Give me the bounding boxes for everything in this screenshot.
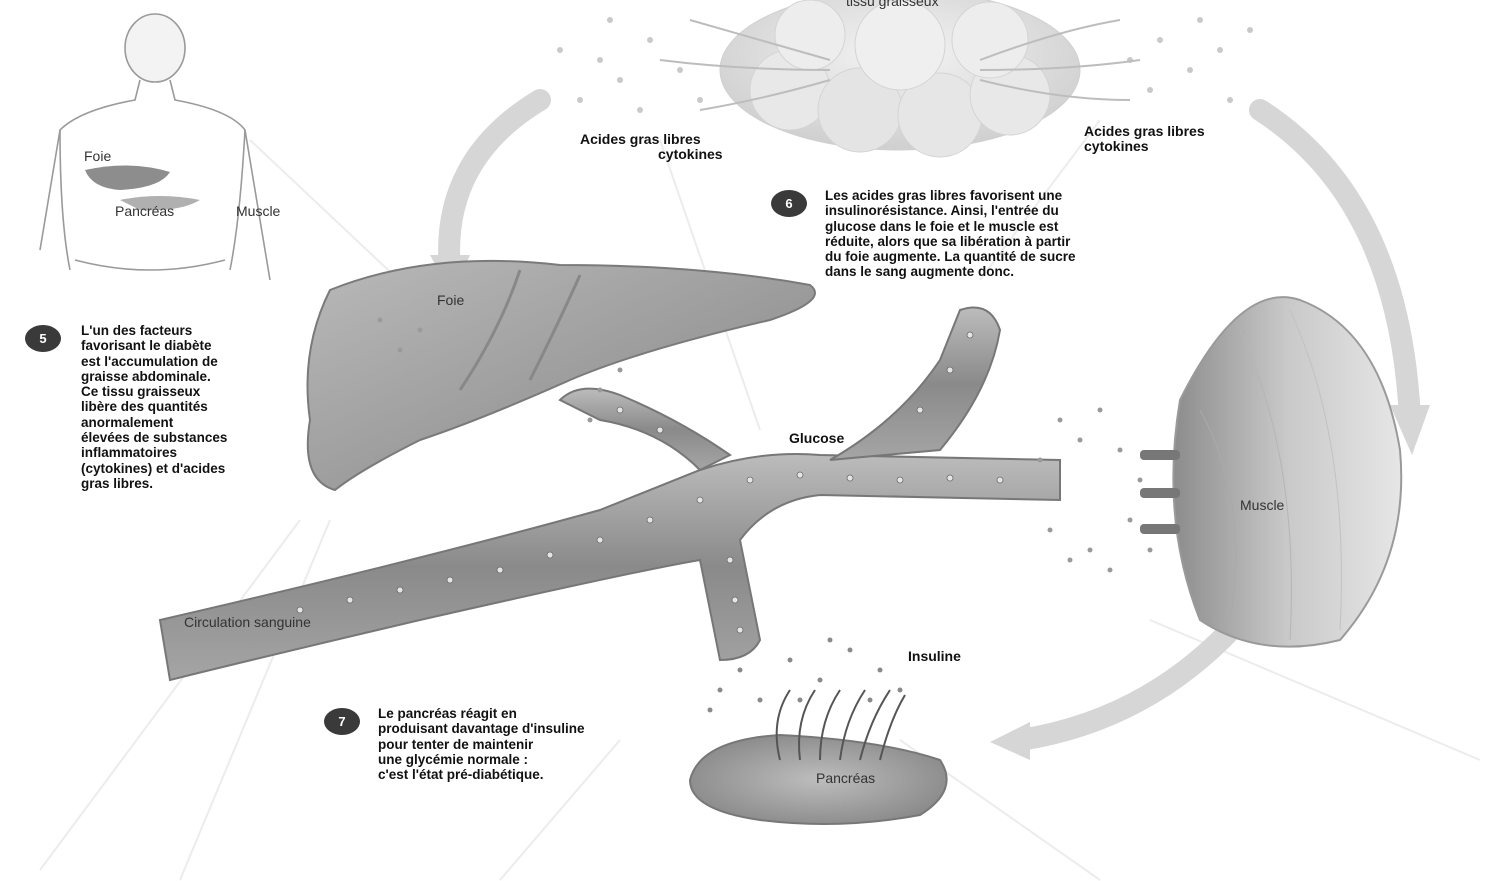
acides-right-line2: cytokines [1084,138,1149,154]
inset-muscle-label: Muscle [236,203,280,219]
glucose-label: Glucose [789,430,844,446]
inset-pancreas-label: Pancréas [115,203,174,219]
muscle-label: Muscle [1240,497,1284,513]
inset-foie-label: Foie [84,148,111,164]
step-6-badge: 6 [771,190,807,217]
step-5-text: L'un des facteurs favorisant le diabète … [81,323,227,491]
fat-tissue-label: tissu graisseux [846,0,939,9]
pancreas-label: Pancréas [816,770,875,786]
circulation-label: Circulation sanguine [184,614,311,630]
step-7-badge: 7 [324,708,360,735]
step-6-text: Les acides gras libres favorisent une in… [825,188,1076,280]
muscle-illustration [1140,297,1401,647]
insuline-label: Insuline [908,648,961,664]
step-5-badge: 5 [25,325,61,352]
acides-left-line2: cytokines [658,146,723,162]
step-7-text: Le pancréas réagit en produisant davanta… [378,706,585,782]
liver-illustration [308,261,816,490]
acides-left-line1: Acides gras libres [580,131,701,147]
fat-tissue-illustration [720,0,1080,157]
foie-label: Foie [437,292,464,308]
body-inset [40,14,270,280]
acides-right-line1: Acides gras libres [1084,123,1205,139]
